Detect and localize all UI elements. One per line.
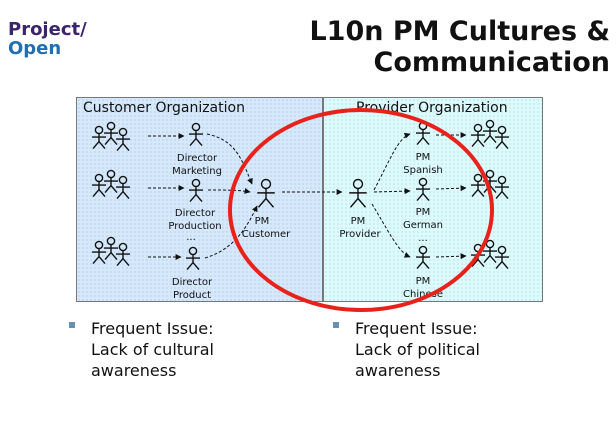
director-marketing-label-1: Director — [177, 153, 218, 164]
person-group-german — [483, 169, 497, 194]
person-group-marketing — [92, 125, 106, 150]
pm-provider-label-1: PM — [351, 216, 366, 227]
person-group-spanish — [471, 123, 485, 148]
person-group-production — [104, 169, 118, 194]
arrow-provider-to-german — [373, 188, 411, 195]
director-marketing-label-2: Marketing — [172, 166, 222, 177]
arrow-production-to-pm — [207, 188, 251, 194]
logo-line-2: Open — [8, 38, 62, 59]
person-group-production — [92, 173, 106, 198]
person-group-chinese — [495, 245, 509, 270]
pm-chinese-label-2: Chinese — [403, 289, 443, 300]
person-group-product — [92, 240, 106, 265]
person-group-marketing — [104, 121, 118, 146]
person-group-spanish — [483, 119, 497, 144]
pm-spanish-label-1: PM — [416, 152, 431, 163]
stick-figures — [92, 119, 509, 271]
person-group-product — [116, 242, 130, 267]
pm-spanish-label-2: Spanish — [403, 165, 443, 176]
bullet-2-line-1: Frequent Issue: — [355, 319, 478, 338]
bullet-2-line-3: awareness — [355, 361, 441, 380]
pm-chinese-label-1: PM — [416, 276, 431, 287]
arrow-product-to-pm — [204, 205, 258, 259]
bullet-1-line-3: awareness — [91, 361, 177, 380]
director-product-label-1: Director — [172, 277, 213, 288]
director-product-label-2: Product — [173, 290, 211, 301]
pm-chinese-figure — [416, 245, 430, 270]
director-marketing-figure — [189, 122, 203, 147]
pm-customer-label-1: PM — [255, 216, 270, 227]
director-production-label-2: Production — [168, 221, 221, 232]
director-product-figure — [186, 246, 200, 271]
pm-customer-label-2: Customer — [242, 229, 291, 240]
person-group-spanish — [495, 125, 509, 150]
bullet-1-line-2: Lack of cultural — [91, 340, 214, 359]
arrow-marketing-to-pm — [206, 133, 253, 185]
person-group-german — [495, 175, 509, 200]
pm-provider-figure — [349, 178, 367, 208]
director-production-label-1: Director — [175, 208, 216, 219]
customer-ellipsis: ... — [186, 232, 196, 243]
person-group-production — [116, 175, 130, 200]
pm-customer-figure — [257, 178, 275, 208]
highlight-circle — [228, 108, 494, 312]
pm-german-figure — [416, 177, 430, 202]
person-group-german — [471, 173, 485, 198]
pm-german-label-1: PM — [416, 207, 431, 218]
pm-german-label-2: German — [403, 220, 443, 231]
logo-line-1: Project/ — [8, 19, 87, 40]
slide-title-line-2: Communication — [373, 47, 611, 78]
bullet-marker — [333, 322, 339, 328]
bullet-1-line-1: Frequent Issue: — [91, 319, 214, 338]
bullet-2-line-2: Lack of political — [355, 340, 480, 359]
arrow-provider-to-spanish — [373, 132, 411, 191]
customer-organization-title: Customer Organization — [83, 100, 245, 116]
slide-title: L10n PM Cultures & Communication — [309, 16, 610, 78]
project-open-logo: Project/ Open — [8, 20, 87, 58]
slide-title-line-1: L10n PM Cultures & — [309, 16, 610, 47]
pm-provider-label-2: Provider — [339, 229, 381, 240]
dashed-arrows — [148, 132, 467, 260]
arrow-chinese-to-team — [435, 253, 467, 260]
arrow-provider-to-chinese — [371, 203, 411, 258]
person-group-product — [104, 236, 118, 261]
bullet-marker — [69, 322, 75, 328]
provider-ellipsis: ... — [418, 233, 428, 244]
person-group-marketing — [116, 127, 130, 152]
arrow-german-to-team — [435, 185, 467, 192]
director-production-figure — [189, 178, 203, 203]
